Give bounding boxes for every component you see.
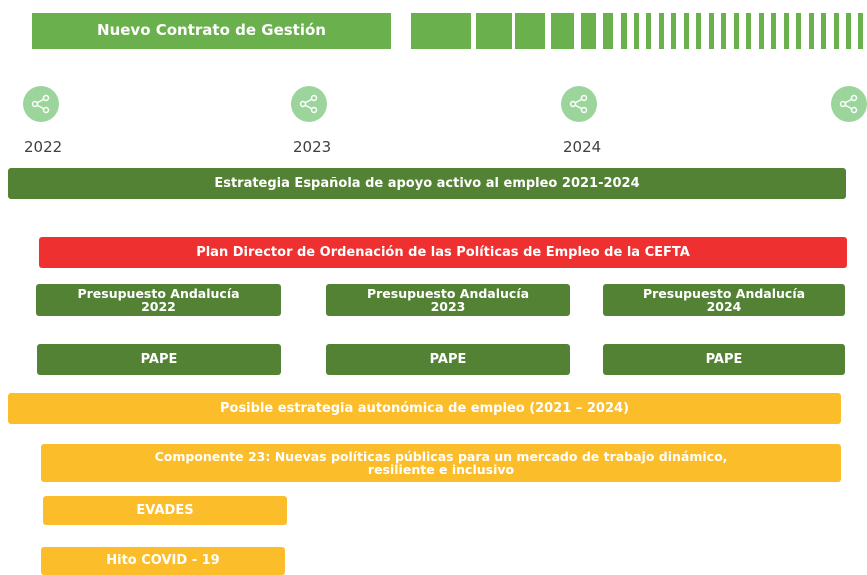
timeline-node-2022 bbox=[23, 86, 59, 122]
presupuesto-2023-line2: 2023 bbox=[430, 299, 466, 314]
header-stripe bbox=[411, 13, 471, 49]
presupuesto-2022-box: Presupuesto Andalucía 2022 bbox=[36, 284, 281, 316]
header-stripe bbox=[476, 13, 512, 49]
presupuesto-2024-box: Presupuesto Andalucía 2024 bbox=[603, 284, 845, 316]
presupuesto-2024-line1: Presupuesto Andalucía bbox=[642, 285, 806, 301]
header-stripe bbox=[771, 13, 776, 49]
estrategia-autonomica-bar: Posible estrategia autonómica de empleo … bbox=[8, 393, 841, 424]
pape-2024-box: PAPE bbox=[603, 344, 845, 375]
year-label-2024: 2024 bbox=[563, 138, 602, 156]
header-stripe bbox=[634, 13, 639, 49]
header-stripe bbox=[646, 13, 651, 49]
header-stripe bbox=[858, 13, 863, 49]
estrategia-autonomica-label: Posible estrategia autonómica de empleo … bbox=[219, 400, 629, 416]
pape-2022-box: PAPE bbox=[37, 344, 281, 375]
presupuesto-2023-line1: Presupuesto Andalucía bbox=[366, 285, 530, 301]
header-stripe bbox=[809, 13, 814, 49]
header-stripe bbox=[796, 13, 801, 49]
plan-director-bar: Plan Director de Ordenación de las Polít… bbox=[39, 237, 847, 268]
timeline-node-2023 bbox=[291, 86, 327, 122]
share-icon bbox=[31, 94, 50, 114]
header-stripe bbox=[846, 13, 851, 49]
year-label-2023: 2023 bbox=[293, 138, 332, 156]
header-stripe bbox=[515, 13, 545, 49]
header-stripe bbox=[581, 13, 596, 49]
header-stripe bbox=[721, 13, 726, 49]
timeline-node-next bbox=[831, 86, 867, 122]
hito-covid-label: Hito COVID - 19 bbox=[106, 553, 220, 569]
header-stripe bbox=[696, 13, 701, 49]
evades-label: EVADES bbox=[136, 502, 194, 518]
timeline-node-2024 bbox=[561, 86, 597, 122]
presupuesto-2022-line2: 2022 bbox=[141, 299, 176, 314]
presupuesto-2023-box: Presupuesto Andalucía 2023 bbox=[326, 284, 570, 316]
pape-2023-box: PAPE bbox=[326, 344, 570, 375]
hito-covid-box: Hito COVID - 19 bbox=[41, 547, 285, 575]
header-stripe bbox=[603, 13, 613, 49]
header-stripe bbox=[821, 13, 826, 49]
evades-box: EVADES bbox=[43, 496, 287, 525]
header-stripe bbox=[671, 13, 676, 49]
header-stripe bbox=[834, 13, 839, 49]
header-stripe bbox=[734, 13, 739, 49]
header-title: Nuevo Contrato de Gestión bbox=[97, 21, 326, 40]
header-stripe bbox=[746, 13, 751, 49]
presupuesto-2024-line2: 2024 bbox=[706, 299, 742, 314]
componente-23-line2: resiliente e inclusivo bbox=[367, 462, 515, 477]
header-stripe bbox=[784, 13, 789, 49]
header-stripe bbox=[709, 13, 714, 49]
plan-director-label: Plan Director de Ordenación de las Polít… bbox=[196, 244, 690, 260]
header-title-bar: Nuevo Contrato de Gestión bbox=[32, 13, 391, 49]
estrategia-espanola-label: Estrategia Española de apoyo activo al e… bbox=[214, 175, 640, 191]
componente-23-line1: Componente 23: Nuevas políticas públicas… bbox=[154, 448, 728, 464]
presupuesto-2022-line1: Presupuesto Andalucía bbox=[77, 285, 240, 301]
pape-2023-label: PAPE bbox=[429, 351, 467, 367]
header-stripe bbox=[551, 13, 574, 49]
header-stripe bbox=[659, 13, 664, 49]
header-stripe bbox=[684, 13, 689, 49]
share-icon bbox=[299, 94, 318, 114]
pape-2022-label: PAPE bbox=[140, 351, 178, 367]
estrategia-espanola-bar: Estrategia Española de apoyo activo al e… bbox=[8, 168, 846, 199]
header-stripe bbox=[621, 13, 627, 49]
share-icon bbox=[839, 94, 858, 114]
pape-2024-label: PAPE bbox=[705, 351, 743, 367]
header-stripe bbox=[759, 13, 764, 49]
share-icon bbox=[569, 94, 588, 114]
componente-23-box: Componente 23: Nuevas políticas públicas… bbox=[41, 444, 841, 482]
year-label-2022: 2022 bbox=[24, 138, 63, 156]
